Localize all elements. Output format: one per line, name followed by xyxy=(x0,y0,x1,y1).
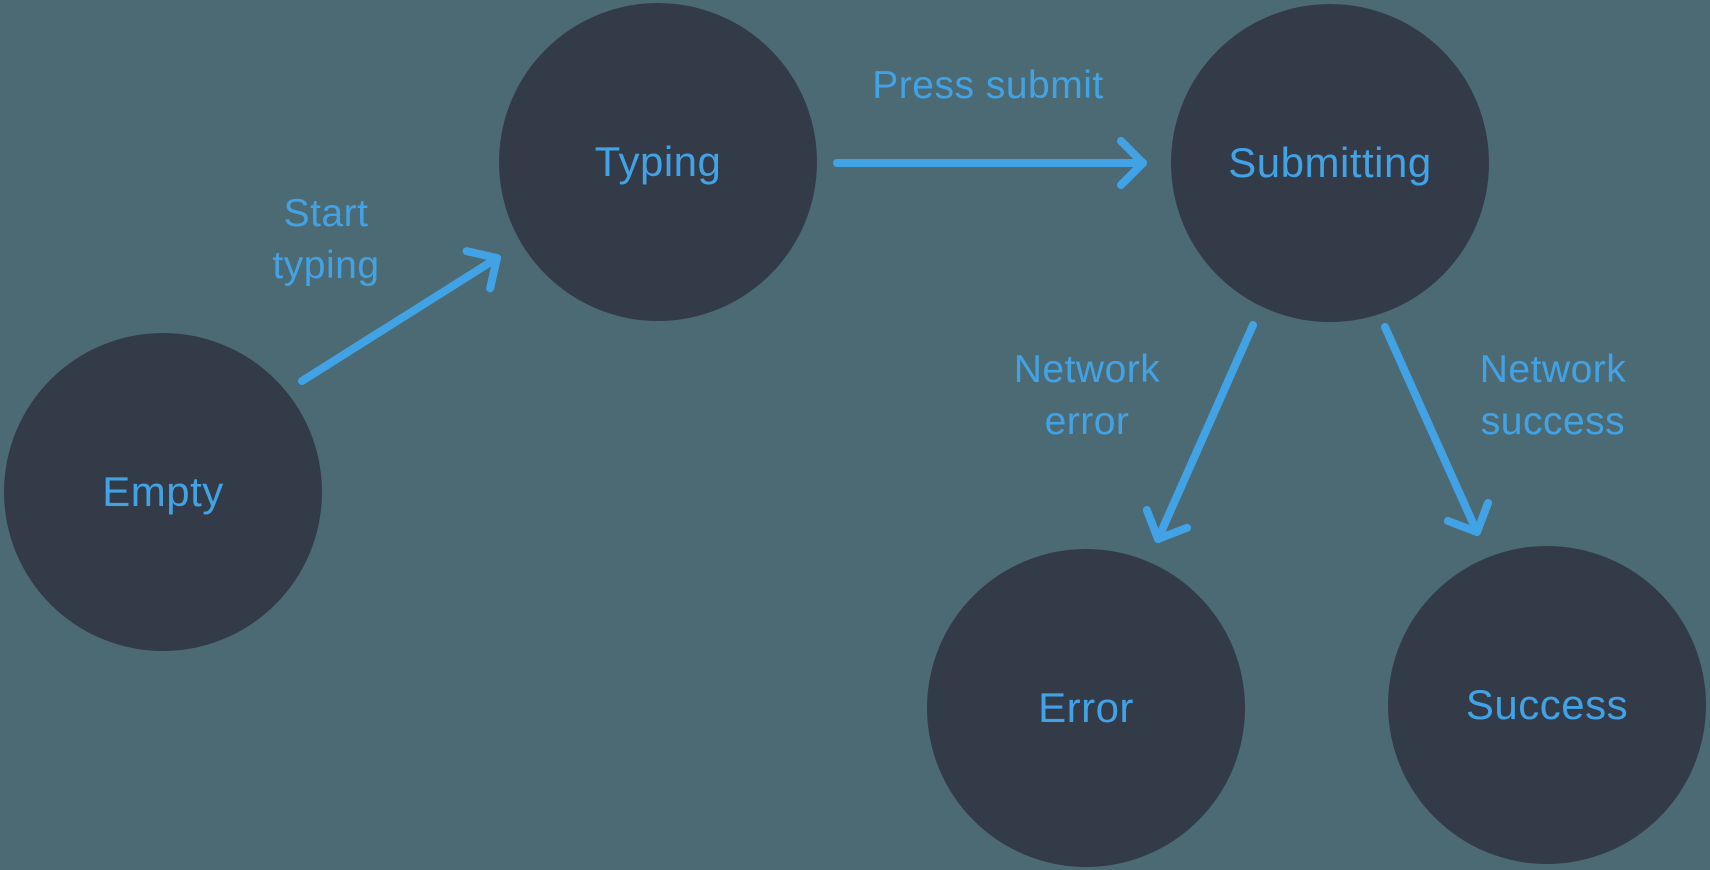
state-node-submitting: Submitting xyxy=(1171,4,1489,322)
state-node-label: Success xyxy=(1465,681,1629,728)
state-node-label: Submitting xyxy=(1228,139,1432,186)
state-node-success: Success xyxy=(1388,546,1706,864)
state-node-label: Empty xyxy=(102,468,224,515)
transition-label-network-success: Network success xyxy=(1479,348,1627,443)
transition-label-start-typing: Start typing xyxy=(272,192,380,287)
state-node-empty: Empty xyxy=(4,333,322,651)
state-node-error: Error xyxy=(927,549,1245,867)
arrow-submitting-to-success xyxy=(1381,323,1493,536)
transition-label-network-error: Network error xyxy=(1013,348,1161,443)
arrow-submitting-to-error xyxy=(1142,321,1257,543)
state-node-label: Typing xyxy=(594,138,722,185)
arrow-empty-to-typing xyxy=(298,247,501,385)
state-node-label: Error xyxy=(1038,684,1134,731)
transition-label-press-submit: Press submit xyxy=(872,64,1104,107)
state-node-typing: Typing xyxy=(499,3,817,321)
